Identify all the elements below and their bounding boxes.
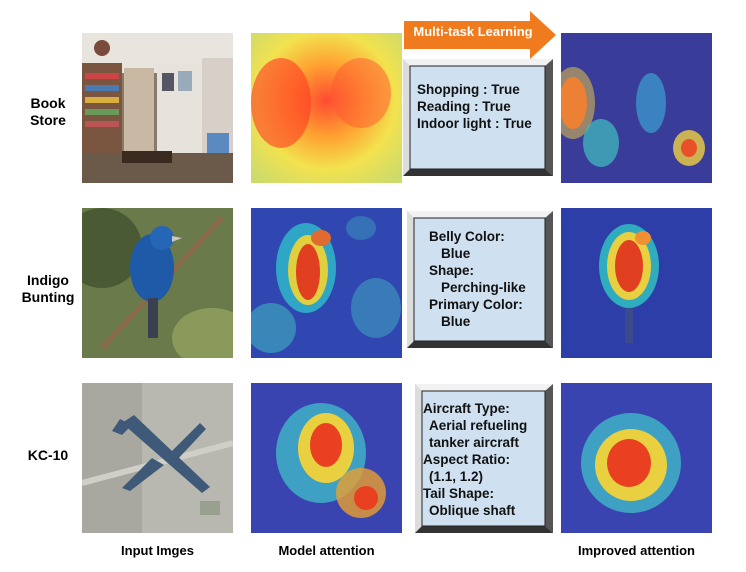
- attribute-box-book-store: Shopping : True Reading : True Indoor li…: [403, 59, 553, 176]
- attribute-line: Primary Color:: [429, 297, 523, 312]
- input-image-book-store: [82, 33, 233, 183]
- improved-attention-book-store: [561, 33, 712, 183]
- attribute-line: Indoor light : True: [417, 116, 532, 131]
- attribute-line: Shopping : True: [417, 82, 520, 97]
- column-label-improved-attention: Improved attention: [577, 543, 695, 558]
- column-label-model-attention: Model attention: [278, 543, 375, 558]
- arrow-shape: [404, 11, 556, 59]
- attribute-box-kc10: Aircraft Type: Aerial refueling tanker a…: [415, 384, 553, 533]
- row-label-line1: KC-10: [27, 447, 69, 463]
- model-attention-kc10: [251, 383, 402, 533]
- attribute-line: (1.1, 1.2): [429, 469, 484, 484]
- row-label-book-store: Book Store: [13, 95, 83, 129]
- attribute-line: Aspect Ratio:: [423, 452, 511, 467]
- column-label-input: Input Imges: [121, 543, 194, 558]
- attribute-line: Aerial refueling: [429, 418, 528, 433]
- attribute-line: Oblique shaft: [429, 503, 516, 518]
- row-label-line2: Bunting: [21, 289, 75, 305]
- row-label-line1: Indigo: [27, 272, 69, 288]
- row-label-indigo-bunting: Indigo Bunting: [13, 272, 83, 306]
- model-attention-indigo-bunting: [251, 208, 402, 358]
- attribute-line: tanker aircraft: [429, 435, 520, 450]
- attribute-line: Blue: [441, 246, 471, 261]
- attribute-line: Tail Shape:: [423, 486, 495, 501]
- improved-attention-indigo-bunting: [561, 208, 712, 358]
- attribute-line: Blue: [441, 314, 471, 329]
- arrow-label: Multi-task Learning: [413, 24, 533, 39]
- model-attention-book-store: [251, 33, 402, 183]
- improved-attention-kc10: [561, 383, 712, 533]
- row-label-line2: Store: [30, 112, 66, 128]
- multi-task-learning-arrow: Multi-task Learning: [404, 11, 556, 59]
- attribute-line: Reading : True: [417, 99, 511, 114]
- attribute-line: Belly Color:: [429, 229, 505, 244]
- attribute-line: Shape:: [429, 263, 475, 278]
- attribute-line: Perching-like: [441, 280, 526, 295]
- input-image-indigo-bunting: [82, 208, 233, 358]
- attribute-line: Aircraft Type:: [423, 401, 510, 416]
- attribute-box-indigo-bunting: Belly Color: Blue Shape: Perching-like P…: [407, 211, 553, 348]
- row-label-line1: Book: [30, 95, 66, 111]
- row-label-kc10: KC-10: [13, 447, 83, 464]
- input-image-kc10: [82, 383, 233, 533]
